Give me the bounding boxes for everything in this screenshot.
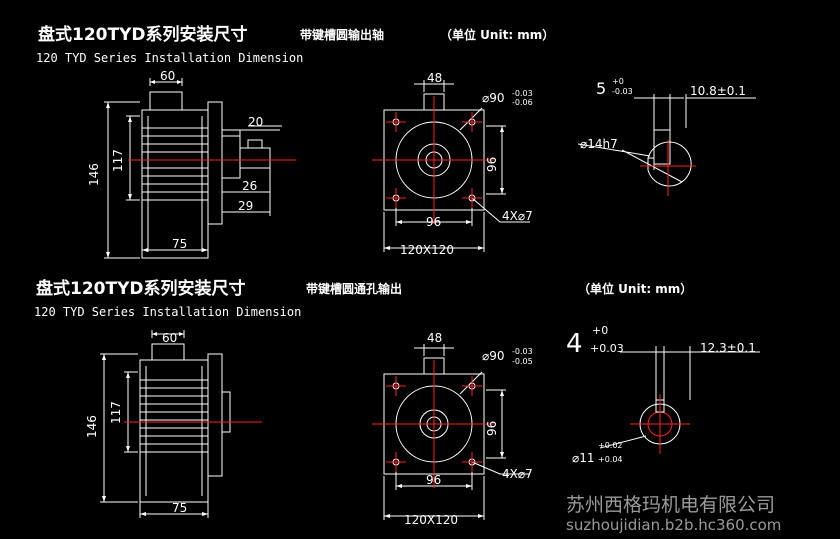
bottom-front-dim-48: 48 bbox=[427, 331, 442, 345]
bottom-front-dim-90: ⌀90 bbox=[482, 349, 505, 363]
bottom-key-width: 4 bbox=[566, 329, 583, 359]
bottom-front-tol-up: -0.03 bbox=[512, 347, 533, 356]
bottom-bore-tol-lo: +0.04 bbox=[598, 455, 623, 464]
bottom-front-tol-lo: -0.05 bbox=[512, 357, 533, 366]
top-title-en: 120 TYD Series Installation Dimension bbox=[36, 51, 304, 65]
bottom-dim-146: 146 bbox=[85, 415, 99, 438]
top-front-tol-lo: -0.06 bbox=[512, 98, 533, 107]
top-front-holes: 4X⌀7 bbox=[502, 209, 533, 223]
top-front-dim-96h: 96 bbox=[426, 215, 441, 229]
bottom-unit: （单位 Unit: mm） bbox=[578, 282, 693, 296]
top-shaft-key bbox=[653, 129, 671, 165]
bottom-side-body bbox=[139, 359, 209, 503]
bottom-front-dim-96v: 96 bbox=[485, 421, 499, 436]
top-side-shaft bbox=[239, 147, 271, 169]
top-side-flange bbox=[207, 101, 223, 225]
top-dim-60: 60 bbox=[160, 69, 175, 83]
watermark-url: suzhoujidian.b2b.hc360.com bbox=[566, 516, 782, 534]
top-unit: （单位 Unit: mm） bbox=[440, 28, 555, 42]
top-front-dim-96v: 96 bbox=[485, 157, 499, 172]
bottom-key-tol-lo: +0.03 bbox=[590, 342, 624, 355]
top-dim-20: 20 bbox=[248, 115, 263, 129]
top-shaft-length: 10.8±0.1 bbox=[690, 84, 746, 98]
bottom-title-en: 120 TYD Series Installation Dimension bbox=[34, 305, 302, 319]
bottom-side-flange bbox=[207, 353, 223, 477]
top-front-tol-up: -0.03 bbox=[512, 89, 533, 98]
watermark-company: 苏州西格玛机电有限公司 bbox=[566, 494, 776, 516]
top-dim-117: 117 bbox=[111, 149, 125, 172]
top-dim-26: 26 bbox=[242, 179, 257, 193]
top-shaft-dia: ⌀14h7 bbox=[580, 137, 618, 151]
top-front-view bbox=[383, 80, 530, 252]
top-dim-146: 146 bbox=[87, 163, 101, 186]
bottom-title-cn: 盘式120TYD系列安装尺寸 bbox=[36, 279, 246, 299]
top-key-tol-up: +0 bbox=[612, 77, 624, 86]
bottom-front-square: 120X120 bbox=[404, 513, 458, 527]
bottom-side-connector bbox=[151, 343, 185, 361]
top-key-width: 5 bbox=[596, 79, 606, 98]
bottom-front-view bbox=[383, 344, 530, 520]
top-front-square: 120X120 bbox=[400, 243, 454, 257]
top-key-tol-lo: -0.03 bbox=[612, 87, 633, 96]
bottom-dim-75: 75 bbox=[172, 501, 187, 515]
bottom-front-holes: 4X⌀7 bbox=[502, 467, 533, 481]
bottom-dim-117: 117 bbox=[109, 401, 123, 424]
bottom-side-view bbox=[100, 330, 231, 518]
top-front-dim-48: 48 bbox=[427, 71, 442, 85]
top-front-dim-90: ⌀90 bbox=[482, 91, 505, 105]
top-side-connector bbox=[149, 91, 183, 111]
bottom-key-tol-up: +0 bbox=[592, 324, 608, 337]
top-dim-75: 75 bbox=[172, 237, 187, 251]
top-side-view bbox=[104, 78, 282, 259]
bottom-dim-60: 60 bbox=[162, 331, 177, 345]
bottom-bore-tol-up: +0.02 bbox=[598, 441, 623, 450]
bottom-bore-dia: ⌀11 bbox=[572, 451, 595, 465]
top-title-cn: 盘式120TYD系列安装尺寸 bbox=[38, 25, 248, 45]
bottom-front-dim-96h: 96 bbox=[426, 473, 441, 487]
bottom-subtitle-cn: 带键槽圆通孔输出 bbox=[306, 282, 403, 296]
bottom-bore-detail bbox=[599, 346, 760, 449]
top-dim-29: 29 bbox=[238, 199, 253, 213]
top-subtitle-cn: 带键槽圆输出轴 bbox=[300, 28, 385, 42]
bottom-bore-length: 12.3±0.1 bbox=[700, 341, 756, 355]
top-side-body bbox=[141, 109, 209, 259]
